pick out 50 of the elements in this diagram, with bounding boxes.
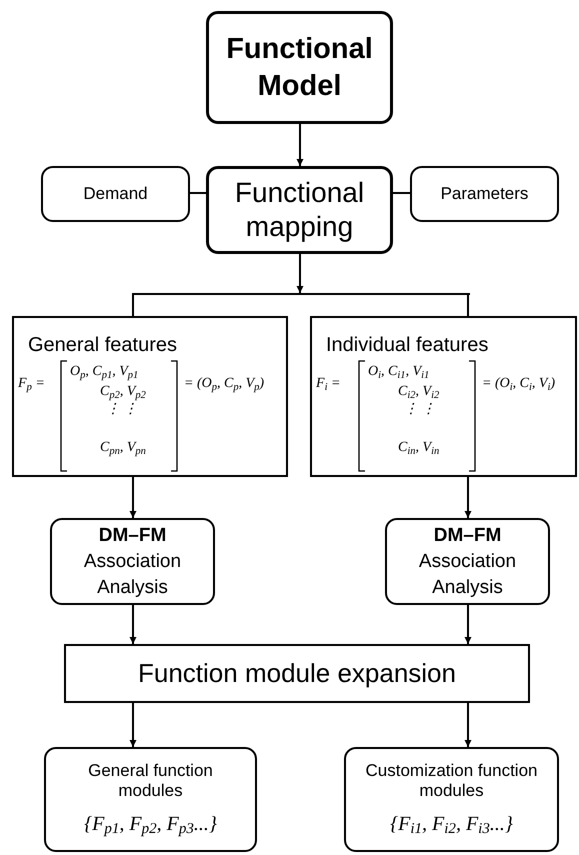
process-box [385,518,550,605]
input-box [410,166,559,222]
formula: {F$_{p1}$, F$_{p2}$, F$_{p3}$...} [84,812,217,838]
node-label: Demand [83,183,148,206]
formula: C$_{pn}$, V$_{pn}$ [100,440,146,456]
process-box [206,166,393,254]
arrow [130,477,136,518]
node-label: Association Analysis [82,550,182,600]
connector-line [190,192,206,194]
connector-line [132,295,134,316]
arrow [296,124,304,166]
node-label: Functional mapping [234,176,366,244]
arrow [464,477,472,518]
arrow [464,703,472,747]
node-label: Customization function modules [364,760,538,800]
feature-box [12,316,288,477]
result-box [44,747,257,852]
node-heading: General features [28,333,177,358]
process-box [50,518,215,605]
formula: = (O$_{i}$, C$_{i}$, V$_{i}$) [482,376,556,392]
node-heading: Individual features [326,333,488,358]
feature-box [310,316,577,477]
node-label: Parameters [440,183,528,206]
node-heading: DM–FM [98,524,166,548]
arrow [130,703,136,747]
node-heading: DM–FM [434,524,502,548]
formula: F$_{i}$ = [316,376,340,392]
node-label: General function modules [87,760,214,800]
node-label: Function module expansion [138,657,456,690]
node-title: Functional Model [225,32,374,104]
formula: = (O$_{p}$, C$_{p}$, V$_{p}$) [184,376,264,392]
formula: C$_{p2}$, V$_{p2}$ [100,384,146,400]
arrow [296,254,304,293]
node-label: Association Analysis [418,550,518,600]
formula: C$_{in}$, V$_{in}$ [398,440,440,456]
model-box [206,11,393,124]
result-box [344,747,559,852]
connector-line [393,192,410,194]
arrow [464,605,472,644]
formula: ⋮ ⋮ [106,402,138,418]
formula: ⋮ ⋮ [404,402,436,418]
connector-line [467,295,469,316]
input-box [41,166,190,222]
formula: {F$_{i1}$, F$_{i2}$, F$_{i3}$...} [390,812,513,838]
formula: O$_{p}$, C$_{p1}$, V$_{p1}$ [70,364,138,380]
formula: F$_{p}$ = [18,376,45,392]
formula: O$_{i}$, C$_{i1}$, V$_{i1}$ [368,364,430,380]
formula: C$_{i2}$, V$_{i2}$ [398,384,440,400]
arrow [130,605,136,644]
process-box [64,644,530,703]
